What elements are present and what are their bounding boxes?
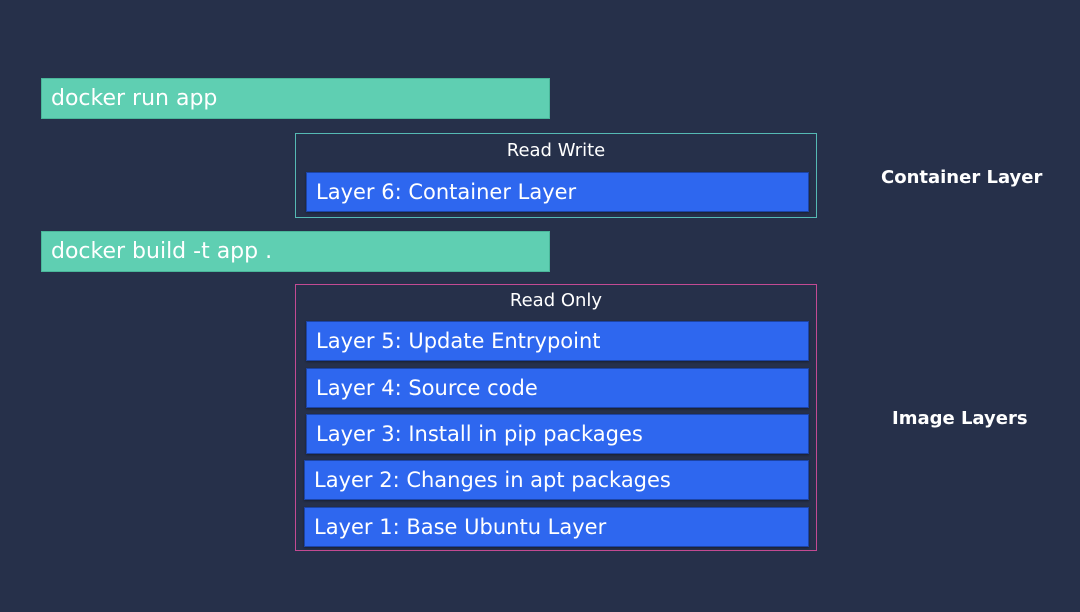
image-layers-label: Image Layers	[892, 408, 1028, 429]
read-only-title: Read Only	[509, 290, 603, 311]
docker-run-command: docker run app	[41, 78, 550, 119]
layer-3-block: Layer 3: Install in pip packages	[306, 414, 809, 454]
layer-5-block: Layer 5: Update Entrypoint	[306, 321, 809, 361]
container-layer-label: Container Layer	[881, 167, 1043, 188]
docker-build-command: docker build -t app .	[41, 231, 550, 272]
layer-1-block: Layer 1: Base Ubuntu Layer	[304, 507, 809, 547]
layer-2-block: Layer 2: Changes in apt packages	[304, 460, 809, 500]
layer-6-block: Layer 6: Container Layer	[306, 172, 809, 212]
layer-4-block: Layer 4: Source code	[306, 368, 809, 408]
read-write-title: Read Write	[506, 140, 606, 161]
read-only-group: Read Only Layer 5: Update Entrypoint Lay…	[295, 284, 817, 551]
read-write-group: Read Write Layer 6: Container Layer	[295, 133, 817, 218]
